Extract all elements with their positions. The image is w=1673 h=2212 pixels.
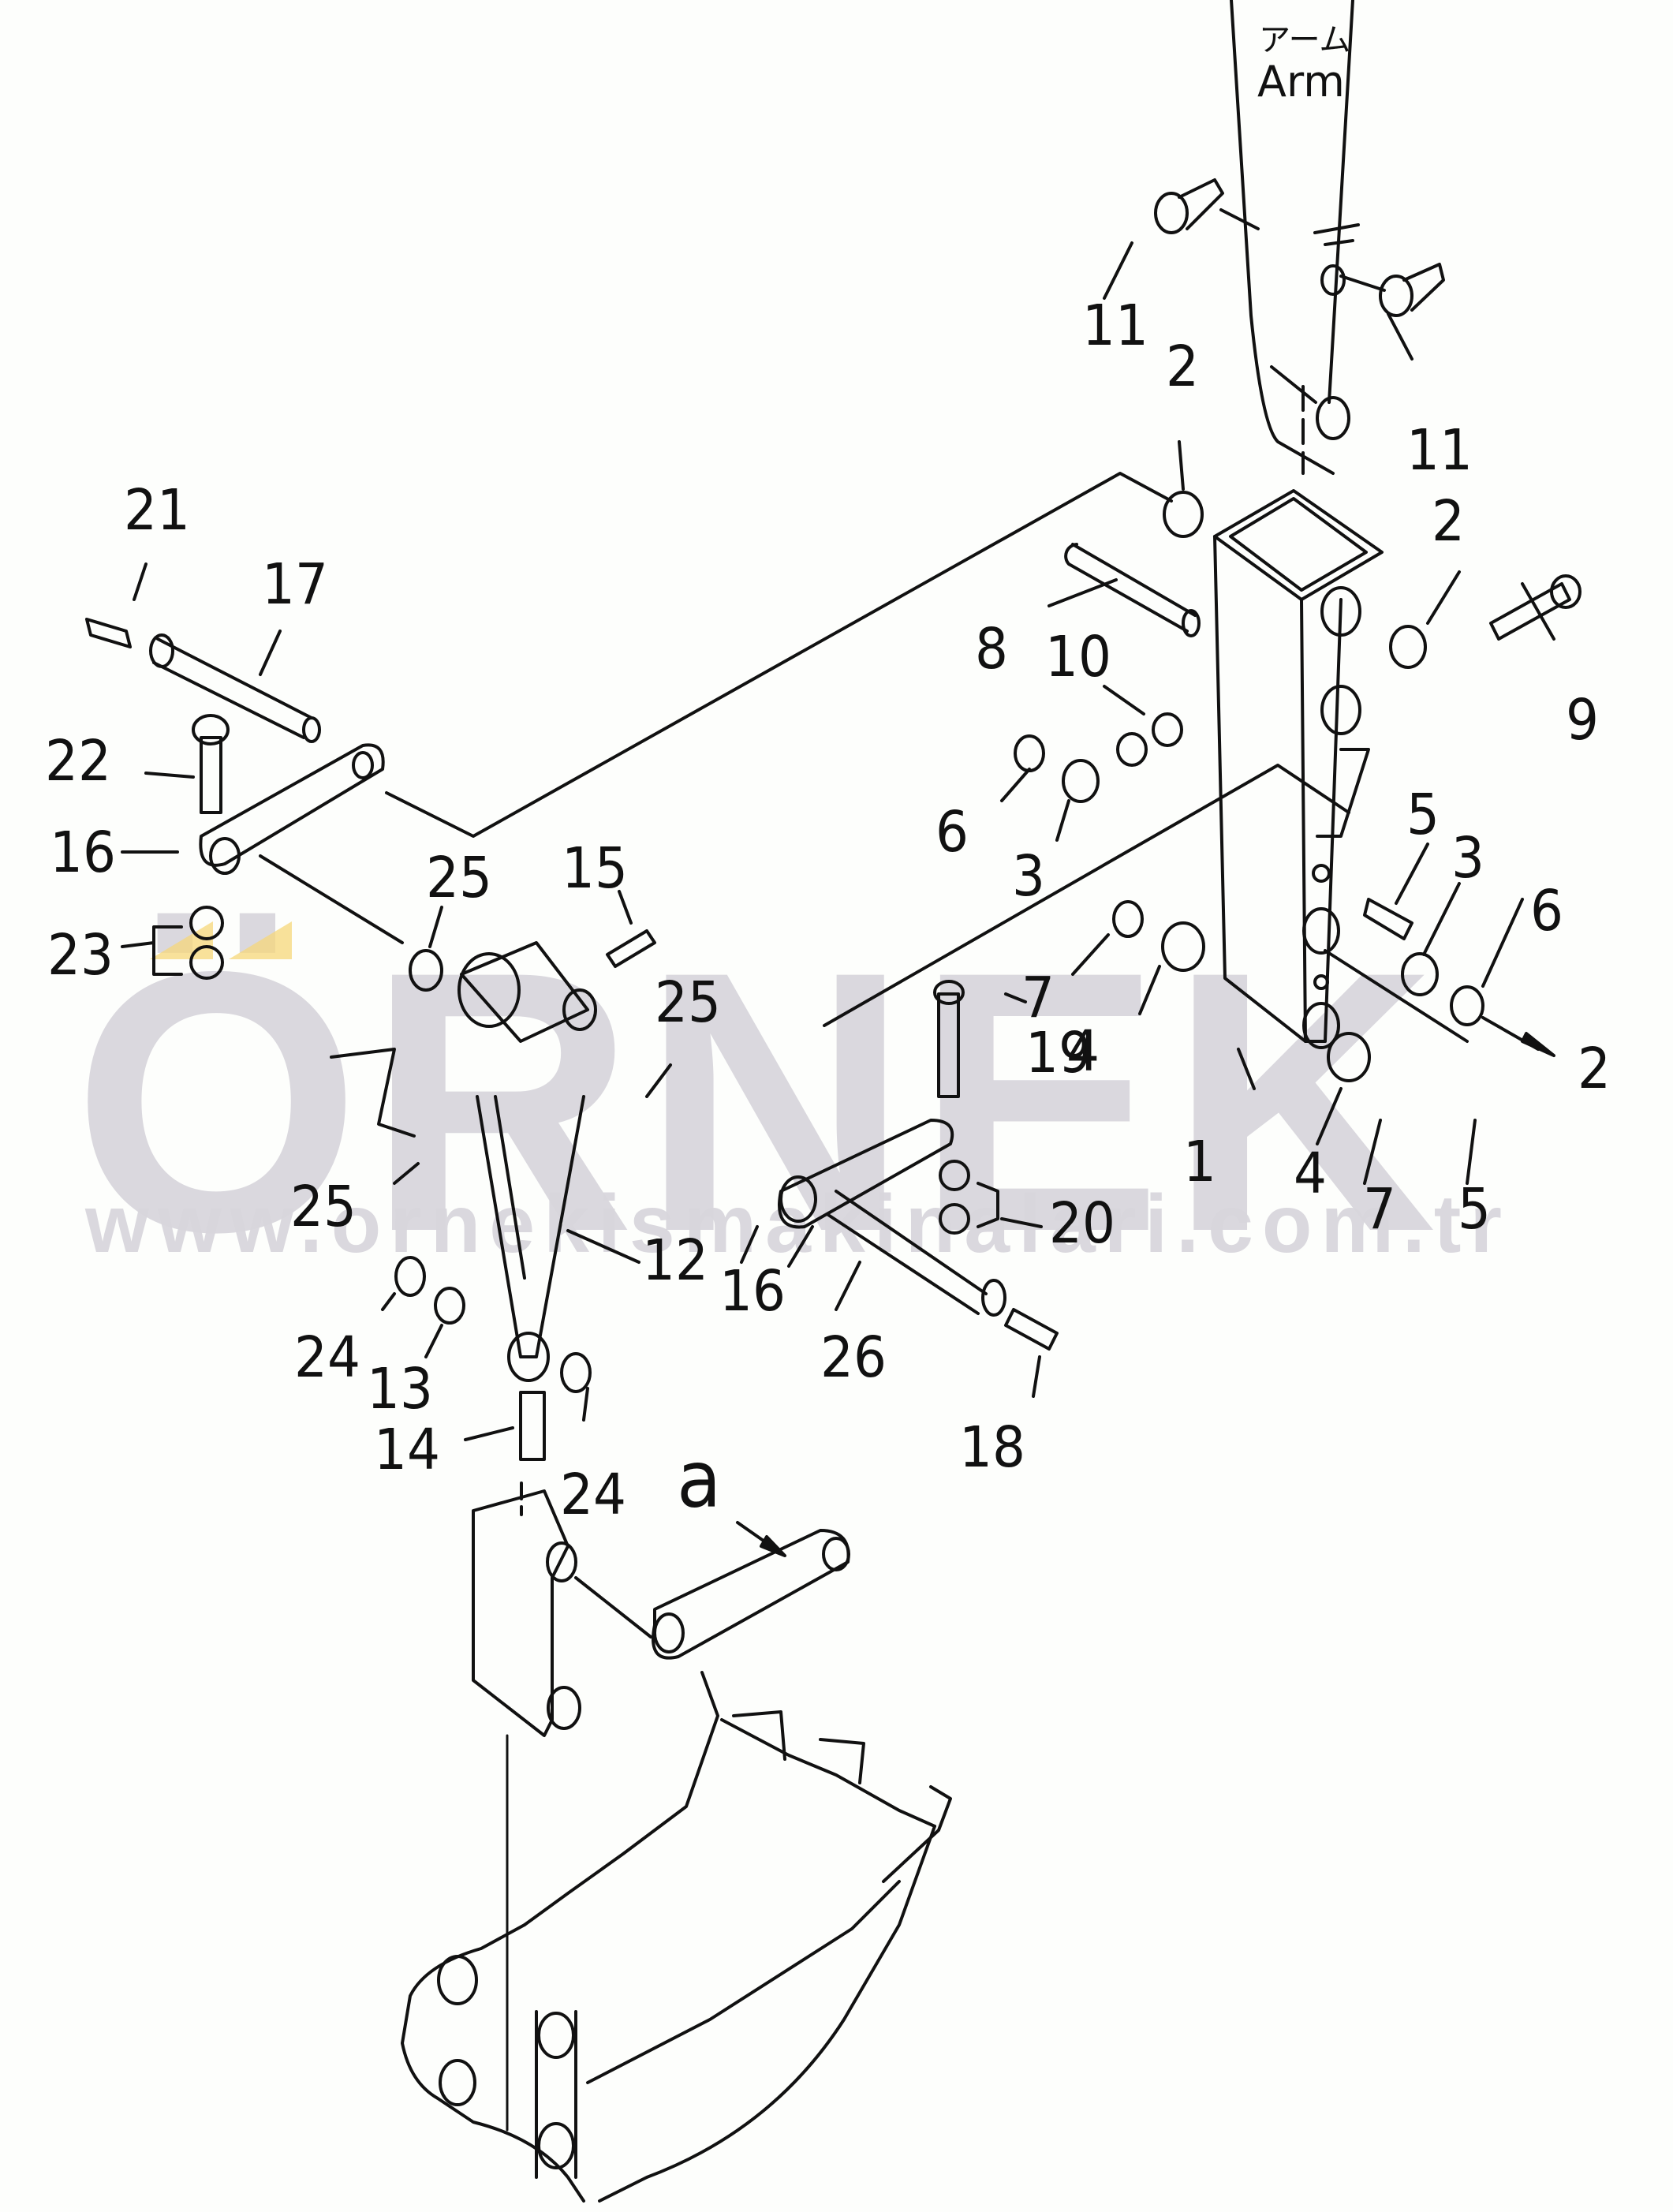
callout-20: 20 bbox=[1049, 1190, 1115, 1257]
callout-3: 3 bbox=[1012, 843, 1045, 910]
callout-10: 10 bbox=[1045, 623, 1111, 690]
callout-21: 21 bbox=[124, 476, 190, 544]
callout-12: 12 bbox=[642, 1227, 708, 1294]
callout-14: 14 bbox=[374, 1416, 440, 1483]
watermark-brand: ÖRNEK bbox=[73, 895, 1443, 1309]
callout-16: 16 bbox=[719, 1257, 786, 1325]
part-11-icon bbox=[1154, 178, 1445, 317]
callout-24: 24 bbox=[294, 1324, 360, 1391]
callout-partial: 2 bbox=[1578, 1035, 1611, 1102]
callout-24: 24 bbox=[560, 1461, 626, 1528]
callout-1: 1 bbox=[1183, 1128, 1216, 1195]
callout-4: 4 bbox=[1294, 1140, 1327, 1207]
arm-icon bbox=[1230, 0, 1360, 475]
callout-8: 8 bbox=[975, 615, 1008, 682]
callout-5: 5 bbox=[1406, 781, 1440, 848]
callout-25: 25 bbox=[426, 844, 492, 911]
callout-25: 25 bbox=[290, 1173, 357, 1240]
callout-3: 3 bbox=[1451, 824, 1484, 891]
callout-2: 2 bbox=[1432, 488, 1465, 555]
callout-13: 13 bbox=[367, 1355, 433, 1422]
callout-2: 2 bbox=[1166, 333, 1199, 400]
part-8-pin-icon bbox=[1064, 543, 1197, 633]
view-marker-a: a bbox=[677, 1433, 722, 1526]
part-2-bushing-icon bbox=[1163, 491, 1204, 538]
callout-9: 9 bbox=[1566, 686, 1599, 753]
callout-15: 15 bbox=[562, 835, 628, 902]
callout-11: 11 bbox=[1406, 417, 1473, 484]
bucket-icon bbox=[401, 1671, 952, 2203]
callout-25: 25 bbox=[655, 969, 721, 1036]
callout-6: 6 bbox=[1530, 877, 1563, 944]
callout-11: 11 bbox=[1082, 292, 1148, 359]
callout-17: 17 bbox=[262, 551, 328, 618]
diagram-title-jp: アーム bbox=[1259, 22, 1351, 58]
callout-19: 19 bbox=[1025, 1019, 1092, 1086]
callout-7: 7 bbox=[1021, 964, 1055, 1031]
callout-7: 7 bbox=[1363, 1175, 1396, 1242]
callout-6: 6 bbox=[935, 798, 969, 865]
callout-18: 18 bbox=[959, 1414, 1025, 1481]
part-1-block-icon bbox=[1213, 489, 1384, 1049]
callout-16: 16 bbox=[50, 819, 116, 886]
callout-22: 22 bbox=[45, 727, 111, 794]
callout-23: 23 bbox=[47, 921, 114, 988]
callout-5: 5 bbox=[1458, 1175, 1491, 1242]
watermark-url: www.ornekismakinalari.com.tr bbox=[85, 1179, 1511, 1270]
callout-4: 4 bbox=[1066, 1018, 1100, 1085]
diagram-title-en: Arm bbox=[1257, 57, 1345, 106]
callout-26: 26 bbox=[820, 1324, 887, 1391]
part-9-bolt-icon bbox=[1489, 582, 1571, 641]
